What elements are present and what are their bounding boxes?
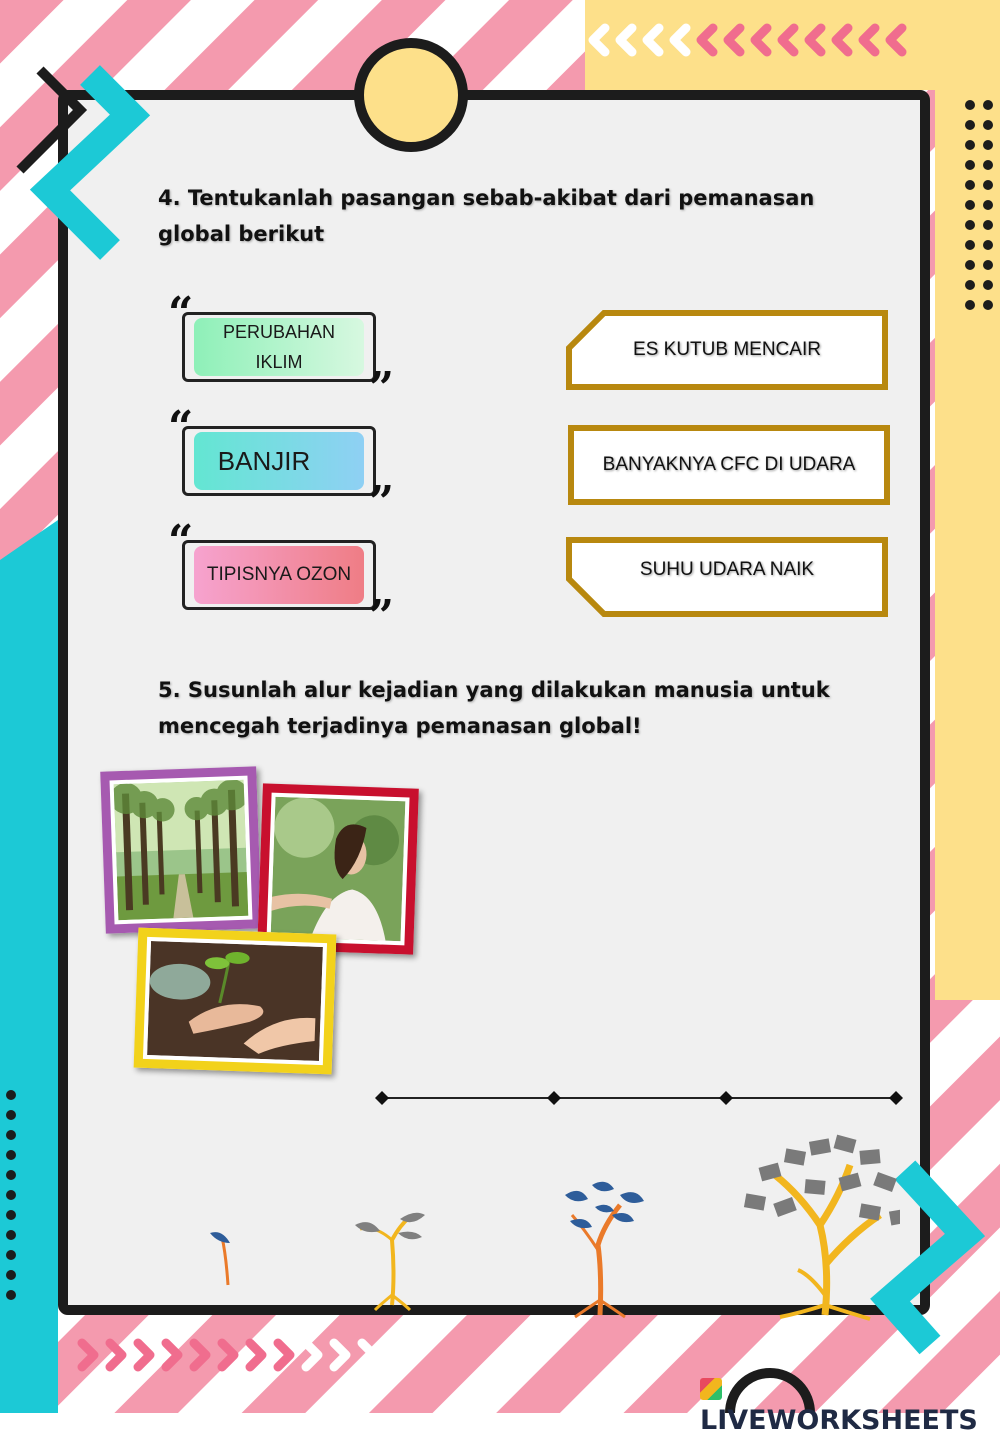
brush-background — [194, 432, 364, 490]
medium-plant-icon — [565, 1181, 644, 1319]
question-5: 5. Susunlah alur kejadian yang dilakukan… — [158, 672, 830, 744]
liveworksheets-logo-icon — [700, 1378, 722, 1400]
card-label: ES KUTUB MENCAIR — [633, 339, 821, 360]
liveworksheets-logo: LIVEWORKSHEETS — [700, 1374, 1000, 1436]
card-shape — [566, 310, 888, 390]
card-shape — [566, 537, 888, 617]
close-quote-icon: ” — [368, 477, 394, 528]
question-5-line-1: 5. Susunlah alur kejadian yang dilakukan… — [158, 678, 830, 702]
open-quote-icon: “ — [168, 402, 194, 453]
effect-card-suhu-udara-naik[interactable]: SUHU UDARA NAIK — [566, 537, 888, 617]
card-label: BANJIR — [217, 445, 311, 476]
timeline-point[interactable] — [375, 1091, 389, 1105]
timeline-point[interactable] — [719, 1091, 733, 1105]
cause-card-banjir[interactable]: “ ” BANJIR — [168, 402, 394, 528]
young-plant-icon — [355, 1212, 425, 1312]
watermark-text: LIVEWORKSHEETS — [700, 1405, 978, 1436]
card-label-line-2: IKLIM — [255, 352, 303, 372]
card-border — [182, 540, 376, 610]
forest-photo[interactable] — [100, 766, 262, 934]
question-4: 4. Tentukanlah pasangan sebab-akibat dar… — [158, 180, 814, 252]
card-label: PERUBAHAN IKLIM — [194, 318, 364, 376]
tree-icon — [743, 1134, 900, 1321]
card-border — [182, 426, 376, 496]
close-quote-icon: ” — [368, 363, 394, 414]
timeline-point[interactable] — [547, 1091, 561, 1105]
card-shape — [568, 425, 890, 505]
open-quote-icon: “ — [168, 516, 194, 567]
brush-background — [194, 318, 364, 376]
woman-image — [270, 796, 406, 942]
open-quote-icon: “ — [168, 288, 194, 339]
card-label: TIPISNYA OZON — [206, 564, 352, 585]
planting-seedling-photo[interactable] — [133, 927, 337, 1075]
question-5-line-2: mencegah terjadinya pemanasan global! — [158, 714, 642, 738]
woman-fresh-air-photo[interactable] — [257, 783, 419, 955]
sprout-icon — [210, 1232, 230, 1286]
card-label: SUHU UDARA NAIK — [639, 559, 815, 580]
card-border — [182, 312, 376, 382]
effect-card-banyaknya-cfc[interactable]: BANYAKNYA CFC DI UDARA — [568, 425, 890, 505]
question-4-line-2: global berikut — [158, 222, 325, 246]
plant-growth-illustration — [210, 1134, 900, 1321]
planting-image — [147, 941, 323, 1061]
forest-image — [110, 779, 249, 921]
cause-card-tipisnya-ozon[interactable]: “ ” TIPISNYA OZON — [168, 516, 394, 642]
brush-background — [194, 546, 364, 604]
cause-card-perubahan-iklim[interactable]: “ ” PERUBAHAN IKLIM — [168, 288, 394, 414]
timeline-point[interactable] — [889, 1091, 903, 1105]
worksheet-frame — [58, 90, 930, 1315]
timeline — [375, 1091, 903, 1105]
card-label-line-1: PERUBAHAN — [222, 322, 336, 342]
question-4-line-1: 4. Tentukanlah pasangan sebab-akibat dar… — [158, 186, 815, 210]
card-label: BANYAKNYA CFC DI UDARA — [602, 454, 856, 475]
effect-card-es-kutub-mencair[interactable]: ES KUTUB MENCAIR — [566, 310, 888, 390]
close-quote-icon: ” — [368, 591, 394, 642]
